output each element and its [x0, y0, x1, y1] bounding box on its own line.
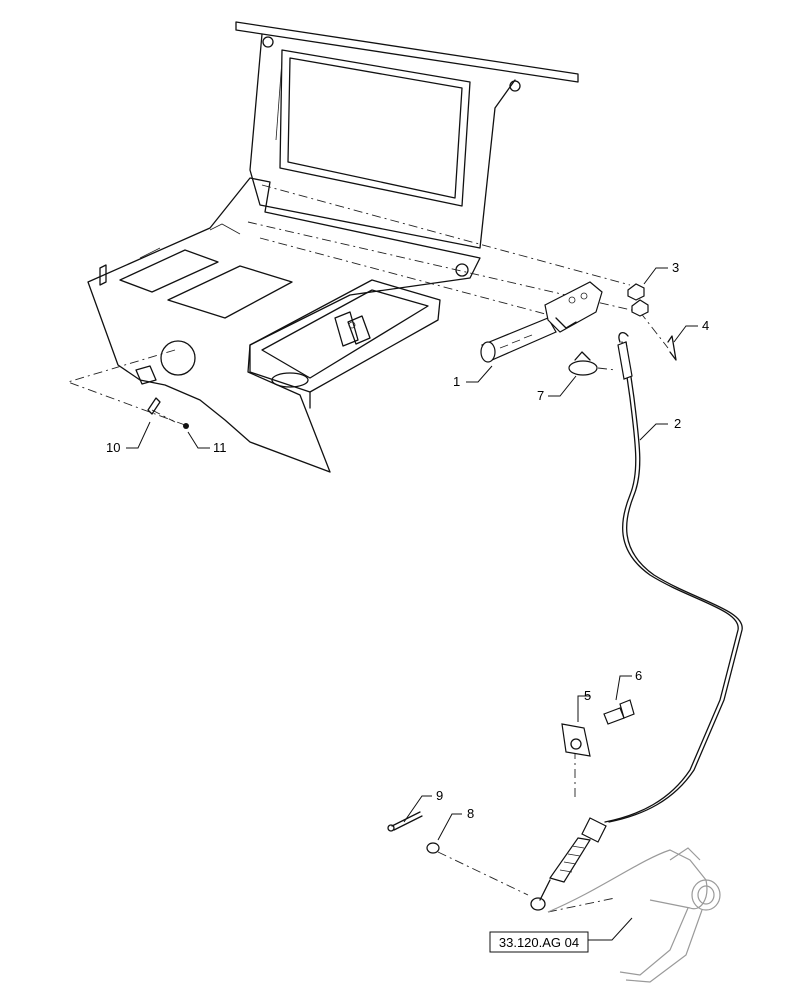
bolt — [603, 699, 635, 725]
assembly-lines — [66, 184, 669, 913]
floor-plate — [87, 177, 481, 473]
callout-10: 10 — [106, 440, 120, 455]
callout-2: 2 — [674, 416, 681, 431]
callout-9: 9 — [436, 788, 443, 803]
handbrake-lever — [480, 281, 603, 363]
bolt-small — [147, 397, 161, 415]
brake-pedal-ghost — [547, 847, 721, 983]
knob — [568, 351, 598, 376]
reference-label: 33.120.AG 04 — [499, 935, 579, 950]
pin — [387, 811, 423, 832]
rivet — [183, 423, 189, 429]
nut — [627, 283, 649, 317]
brake-cable — [530, 331, 743, 911]
callout-5: 5 — [584, 688, 591, 703]
bracket — [561, 723, 591, 757]
storage-box — [249, 279, 441, 409]
callout-7: 7 — [537, 388, 544, 403]
callout-1: 1 — [453, 374, 460, 389]
washer — [426, 842, 440, 854]
callout-8: 8 — [467, 806, 474, 821]
clip — [667, 335, 677, 361]
callout-6: 6 — [635, 668, 642, 683]
callout-leaders — [126, 267, 698, 941]
callout-11: 11 — [213, 440, 227, 455]
cab-rear-panel — [235, 21, 579, 249]
callout-3: 3 — [672, 260, 679, 275]
callout-4: 4 — [702, 318, 709, 333]
reference-box[interactable]: 33.120.AG 04 — [489, 931, 589, 953]
